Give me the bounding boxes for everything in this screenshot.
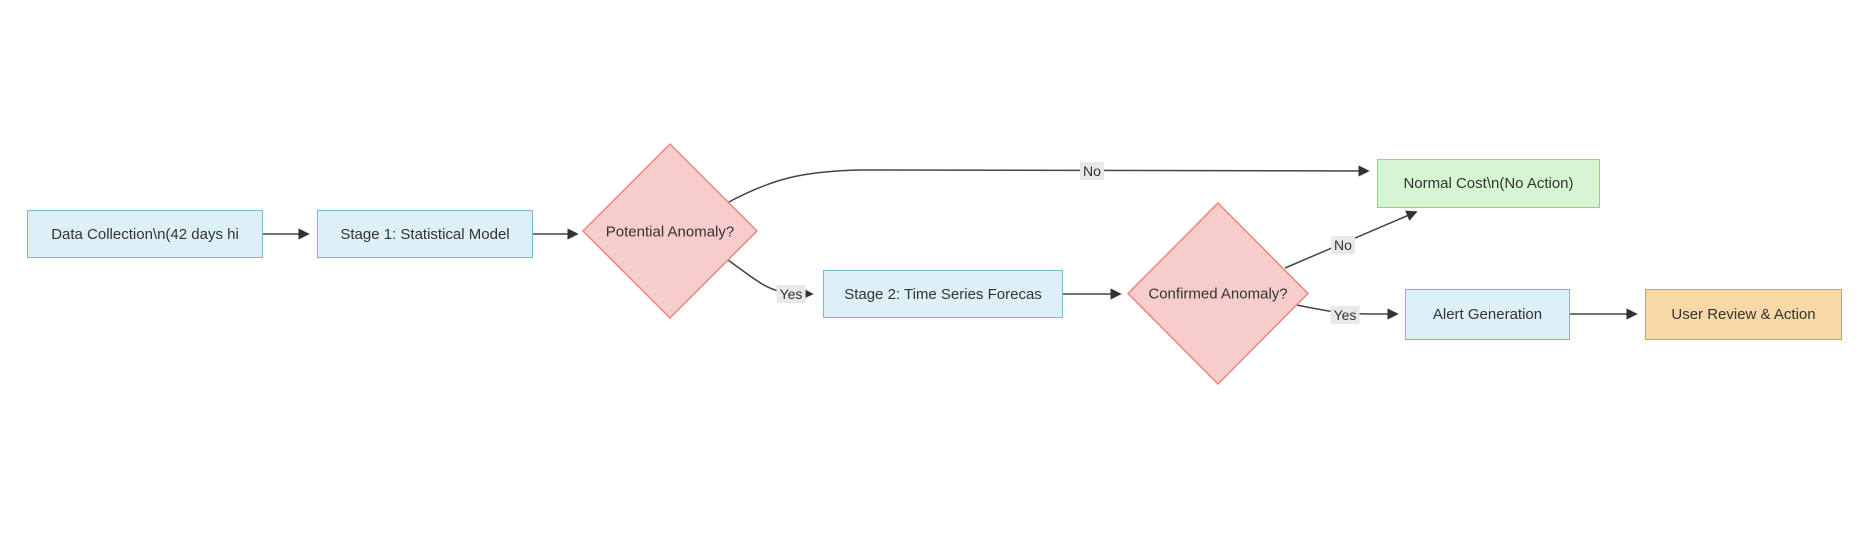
node-data-collection: Data Collection\n(42 days hi: [27, 210, 263, 258]
node-potential-anomaly-label: Potential Anomaly?: [605, 223, 735, 241]
node-user-review: User Review & Action: [1645, 289, 1842, 340]
node-user-review-label: User Review & Action: [1671, 306, 1816, 323]
node-normal-cost-label: Normal Cost\n(No Action): [1403, 175, 1574, 192]
edge-label-confirmed-yes: Yes: [1330, 306, 1360, 324]
edge-label-potential-yes: Yes: [776, 285, 806, 303]
node-alert-generation-label: Alert Generation: [1432, 306, 1543, 323]
edge-potential-anomaly-no-to-normal-cost: [726, 165, 1370, 204]
edge-label-confirmed-no: No: [1331, 236, 1355, 254]
edge-label-potential-no: No: [1080, 162, 1104, 180]
node-confirmed-anomaly-diamond: [1126, 201, 1310, 386]
node-stage2-label: Stage 2: Time Series Forecas: [844, 285, 1042, 303]
node-data-collection-label: Data Collection\n(42 days hi: [51, 225, 239, 243]
node-alert-generation: Alert Generation: [1405, 289, 1570, 340]
node-normal-cost: Normal Cost\n(No Action): [1377, 159, 1600, 208]
node-stage1: Stage 1: Statistical Model: [317, 210, 533, 258]
node-potential-anomaly-diamond: [581, 142, 759, 320]
node-stage2: Stage 2: Time Series Forecas: [823, 270, 1063, 318]
node-confirmed-anomaly-label: Confirmed Anomaly?: [1148, 285, 1288, 303]
node-stage1-label: Stage 1: Statistical Model: [340, 225, 510, 243]
